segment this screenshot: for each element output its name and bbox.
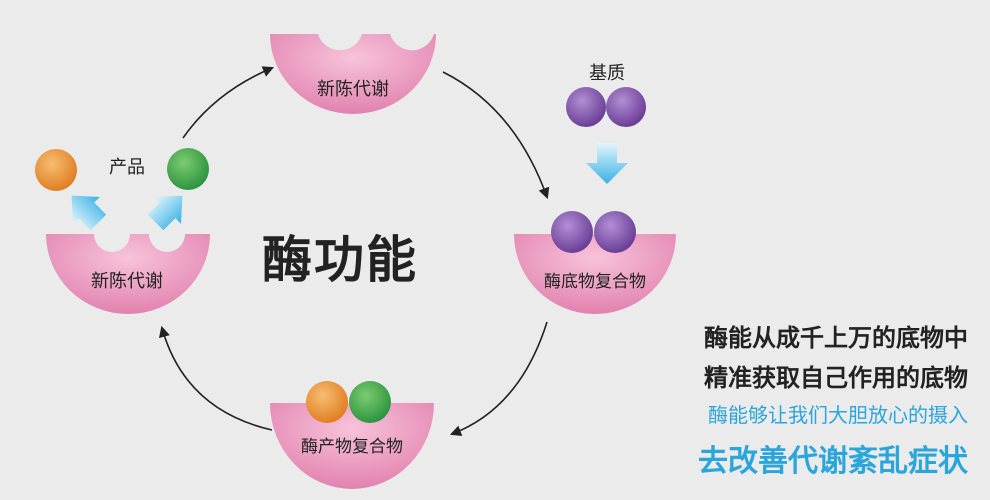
products-label: 产品 — [109, 157, 145, 178]
enzyme-bowl-right: 酶底物复合物 — [514, 211, 676, 314]
cycle-arrow-icon — [449, 321, 548, 437]
release-arrow-icon — [147, 195, 183, 231]
cycle-arrow-icon — [182, 66, 275, 139]
node-label-left: 新陈代谢 — [91, 271, 163, 292]
substrate-molecule-icon — [606, 87, 646, 127]
substrate-label: 基质 — [589, 63, 625, 84]
node-label-top: 新陈代谢 — [317, 79, 389, 100]
down-arrow-icon — [586, 143, 628, 184]
description-line-2: 精准获取自己作用的底物 — [704, 364, 968, 392]
substrate-molecule-icon — [566, 87, 606, 127]
description-line-3: 酶能够让我们大胆放心的摄入 — [708, 403, 968, 427]
substrate-molecule-icon — [594, 211, 636, 253]
release-arrow-icon — [71, 195, 107, 231]
description-line-1: 酶能从成千上万的底物中 — [704, 324, 968, 352]
enzyme-bowl-bottom: 酶产物复合物 — [270, 381, 434, 489]
product-molecule-icon — [306, 381, 348, 423]
description-line-4: 去改善代谢紊乱症状 — [698, 444, 968, 479]
node-label-bottom: 酶产物复合物 — [301, 437, 403, 457]
product-molecule-icon — [349, 381, 391, 423]
cycle-arrow-icon — [159, 325, 273, 431]
enzyme-bowl-left: 新陈代谢 — [46, 234, 210, 314]
enzyme-bowl-top: 新陈代谢 — [270, 34, 436, 114]
enzyme-bowl-icon — [270, 34, 436, 114]
center-title: 酶功能 — [262, 231, 418, 289]
substrate-group: 基质 — [566, 63, 646, 184]
product-molecule-icon — [167, 148, 209, 190]
substrate-molecule-icon — [551, 211, 593, 253]
enzyme-bowl-icon — [46, 234, 210, 314]
product-molecule-icon — [35, 149, 77, 191]
cycle-arrow-icon — [442, 71, 550, 200]
products-group: 产品 — [35, 148, 209, 231]
node-label-right: 酶底物复合物 — [544, 272, 646, 292]
enzyme-bowl-icon — [514, 234, 676, 314]
enzyme-bowl-icon — [270, 403, 434, 489]
